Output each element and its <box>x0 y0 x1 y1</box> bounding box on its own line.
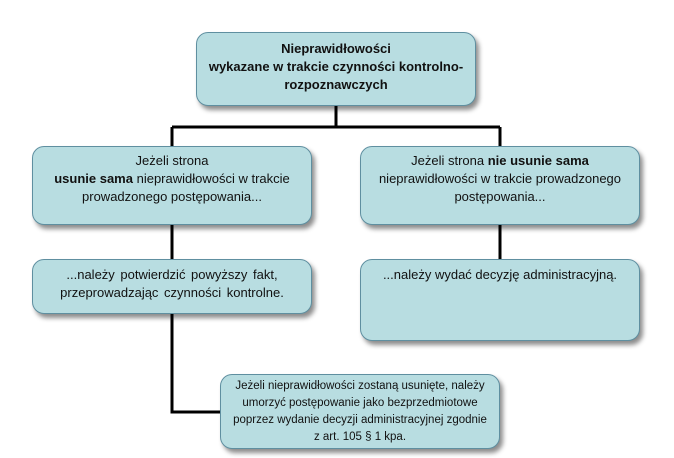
right-condition-prefix: Jeżeli strona <box>411 153 488 168</box>
followup-line-4: z art. 105 § 1 kpa. <box>313 431 407 443</box>
left-condition-main: usunie sama nieprawidłowości w trakcie <box>33 170 311 188</box>
left-condition-prefix: Jeżeli strona <box>135 153 209 168</box>
left-followup-node: Jeżeli nieprawidłowości zostaną usunięte… <box>220 374 500 449</box>
left-action-line-1: ...należy potwierdzić powyższy fakt, <box>66 267 278 282</box>
right-action-text: ...należy wydać decyzję administracyjną. <box>382 267 618 282</box>
right-condition-bold: nie usunie sama <box>487 153 589 168</box>
left-condition-rest-2: prowadzonego postępowania... <box>82 189 262 204</box>
left-condition-node: Jeżeli strona usunie sama nieprawidłowoś… <box>32 146 312 225</box>
right-action-node: ...należy wydać decyzję administracyjną. <box>360 259 640 341</box>
followup-line-1: Jeżeli nieprawidłowości zostaną usunięte… <box>235 380 485 392</box>
root-line-2: wykazane w trakcie czynności kontrolno- <box>208 59 464 74</box>
right-condition-rest-1: nieprawidłowości w trakcie prowadzonego <box>378 171 622 186</box>
root-node: Nieprawidłowości wykazane w trakcie czyn… <box>196 32 476 106</box>
followup-line-2: umorzyć postępowanie jako bezprzedmiotow… <box>242 397 478 409</box>
root-line-3: rozpoznawczych <box>284 77 388 92</box>
root-line-1: Nieprawidłowości <box>281 41 391 56</box>
left-condition-rest-1: nieprawidłowości w trakcie <box>132 171 290 186</box>
right-condition-rest-2: postępowania... <box>454 189 546 204</box>
left-condition-bold: usunie sama <box>54 171 133 186</box>
left-action-line-2: przeprowadzając czynności kontrolne. <box>60 285 284 300</box>
followup-line-3: poprzez wydanie decyzji administracyjnej… <box>233 414 487 426</box>
right-condition-main: Jeżeli strona nie usunie sama <box>361 152 639 170</box>
right-condition-node: Jeżeli strona nie usunie sama nieprawidł… <box>360 146 640 225</box>
left-action-node: ...należy potwierdzić powyższy fakt, prz… <box>32 259 312 314</box>
